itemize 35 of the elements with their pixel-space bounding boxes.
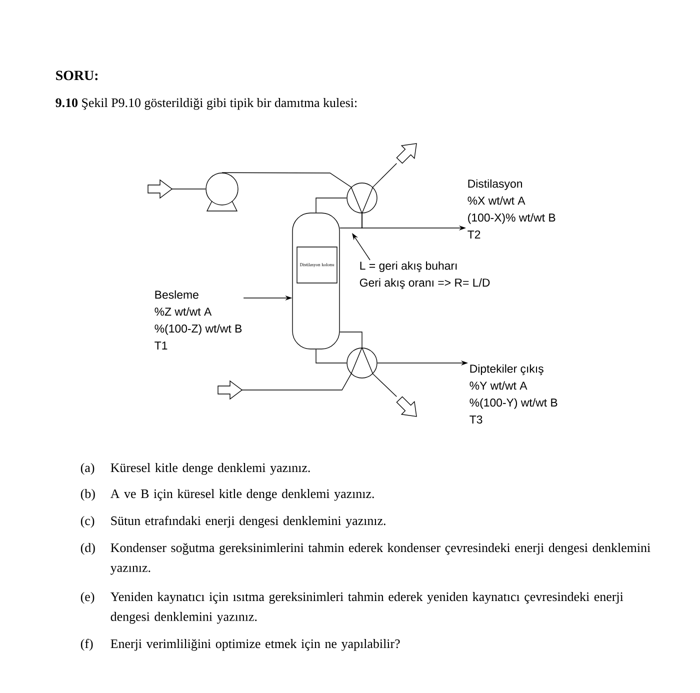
column-vessel — [292, 212, 340, 350]
heading: SORU: — [56, 70, 98, 80]
hollow-arrow — [396, 143, 417, 164]
question-item: Sütun etrafındaki enerji dengesi denklemini yazınız. — [111, 516, 386, 528]
stream-label: Besleme %Z wt/wt A %(100-Z) wt/wt B T1 — [154, 290, 242, 350]
stream-label: L = geri akış buharı Geri akış oranı => R= L/D — [360, 261, 490, 289]
question-item: A ve B için küresel kitle denge denklemi yazınız. — [110, 489, 374, 501]
question-item: Kondenser soğutma gereksinimlerini tahmin ederek kondenser çevresindeki enerji dengesi denklemini yazınız. — [110, 543, 650, 575]
item-letter: (e) — [80, 592, 94, 604]
pipe-line — [362, 163, 397, 214]
pipe-line — [362, 347, 397, 397]
pipe-line — [222, 172, 362, 214]
question-text: 9.10 Şekil P9.10 gösterildiği gibi tipik bir damıtma kulesi: — [56, 98, 357, 110]
pipe-line — [316, 198, 347, 213]
question-item: Küresel kitle denge denklemi yazınız. — [110, 463, 310, 475]
question-item: Enerji verimliliğini optimize etmek için ne yapılabilir? — [110, 639, 400, 651]
condenser-drawing — [346, 182, 378, 214]
pipe-line — [241, 347, 362, 390]
pipe-line — [316, 349, 347, 364]
item-letter: (d) — [80, 543, 95, 555]
item-letter: (a) — [80, 463, 94, 475]
pipe-line — [171, 188, 206, 190]
stream-label: Diptekiler çıkış %Y wt/wt A %(100-Y) wt/wt B T3 — [470, 364, 558, 424]
hollow-arrow — [218, 380, 243, 400]
reboiler-drawing — [346, 348, 378, 378]
pipe-line — [340, 213, 362, 228]
pump-drawing — [206, 172, 238, 212]
hollow-arrow — [396, 396, 417, 417]
hollow-arrow — [148, 179, 173, 199]
item-letter: (b) — [80, 489, 95, 501]
stream-label: Distilasyon %X wt/wt A (100-X)% wt/wt B T2 — [468, 179, 556, 238]
item-letter: (c) — [80, 516, 94, 528]
question-item: Yeniden kaynatıcı için ısıtma gereksinimleri tahmin ederek yeniden kaynatıcı çevresindeki enerji dengesi denklemini yazınız. — [110, 592, 624, 624]
item-letter: (f) — [80, 638, 93, 651]
pipe-line — [340, 332, 362, 348]
